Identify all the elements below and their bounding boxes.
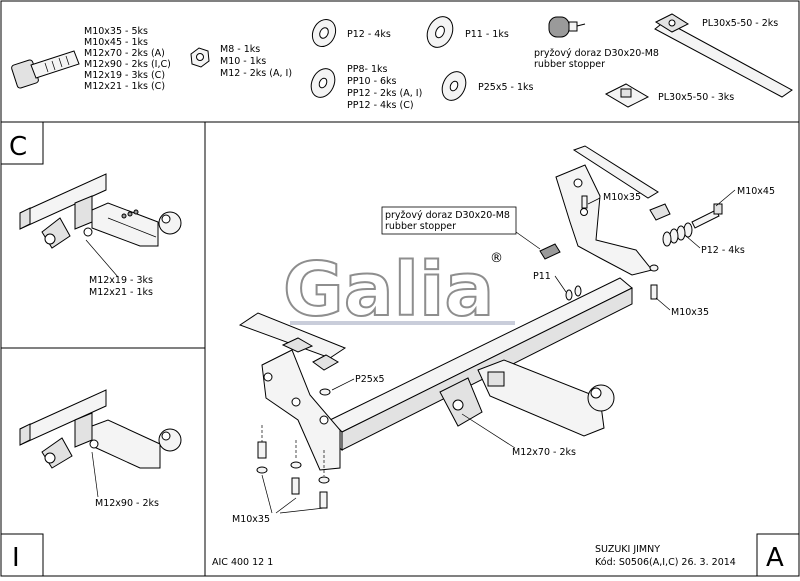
panel-c-label-1: M12x19 - 3ks xyxy=(89,275,153,286)
bolt-m10x45: M10x45 - 1ks xyxy=(84,37,148,48)
nut-m12: M12 - 2ks (A, I) xyxy=(220,68,292,79)
washer-p11-label: P11 - 1ks xyxy=(465,29,509,40)
nut-icon xyxy=(190,47,210,68)
plate-pl30-bottom-label: PL30x5-50 - 3ks xyxy=(658,92,734,103)
bolts-bottom-left xyxy=(256,425,330,509)
plate-pl30-top-label: PL30x5-50 - 2ks xyxy=(702,18,778,29)
stopper-callout-line2: rubber stopper xyxy=(385,221,456,232)
small-hardware xyxy=(319,195,659,396)
washer-pp12-ai: PP12 - 2ks (A, I) xyxy=(347,88,422,99)
hitch-variant-i xyxy=(19,389,182,498)
svg-text:Galia: Galia xyxy=(283,247,494,333)
vehicle-name: SUZUKI JIMNY xyxy=(595,544,660,555)
washer-p11-icon xyxy=(426,16,454,48)
panel-i-letter: I xyxy=(12,543,20,573)
stopper-callout-box xyxy=(381,206,517,235)
towbar-neck-a xyxy=(439,359,615,437)
washer-p25-label: P25x5 - 1ks xyxy=(478,82,533,93)
washer-pp10: PP10 - 6ks xyxy=(347,76,397,87)
callout-m10x35-top: M10x35 xyxy=(603,192,641,203)
callout-p12: P12 - 4ks xyxy=(701,245,745,256)
panel-c-label-2: M12x21 - 1ks xyxy=(89,287,153,298)
svg-text:®: ® xyxy=(490,251,503,266)
nut-m8: M8 - 1ks xyxy=(220,44,260,55)
plate-strip-icon xyxy=(654,13,793,98)
galia-logo: Galia ® xyxy=(282,246,515,334)
leader-lines xyxy=(261,189,736,514)
washer-pp-icon xyxy=(310,68,336,98)
drawing-code: AIC 400 12 1 xyxy=(212,557,273,568)
callout-m10x35-bottom: M10x35 xyxy=(232,514,270,525)
panel-c-letter: C xyxy=(9,132,27,162)
bolt-m10x35: M10x35 - 5ks xyxy=(84,26,148,37)
panel-i-label: M12x90 - 2ks xyxy=(95,498,159,509)
callout-p11: P11 xyxy=(533,271,551,282)
bolt-m12x19: M12x19 - 3ks (C) xyxy=(84,70,165,81)
svg-text:rubber stopper: rubber stopper xyxy=(534,59,605,70)
washer-p12-icon xyxy=(311,18,337,48)
rubber-stopper-label: pryžový doraz D30x20-M8 rubber stopper xyxy=(534,48,659,70)
callout-m12x70: M12x70 - 2ks xyxy=(512,447,576,458)
washer-pp12-c: PP12 - 4ks (C) xyxy=(347,100,414,111)
bolt-m12x90: M12x90 - 2ks (I,C) xyxy=(84,59,171,70)
bolt-list: M10x35 - 5ks M10x45 - 1ks M12x70 - 2ks (… xyxy=(84,26,171,92)
washer-p12-label: P12 - 4ks xyxy=(347,29,391,40)
rubber-stopper-icon xyxy=(548,16,586,38)
callout-m10x35-right: M10x35 xyxy=(671,307,709,318)
plate-icon xyxy=(604,83,650,108)
callout-p25x5: P25x5 xyxy=(355,374,384,385)
stopper-callout-line1: pryžový doraz D30x20-M8 xyxy=(385,210,510,221)
panel-a-letter: A xyxy=(766,543,784,573)
left-bracket xyxy=(238,312,347,471)
bolt-icon xyxy=(11,50,80,89)
bolt-stack-right xyxy=(662,203,723,247)
bolt-m12x21: M12x21 - 1ks (C) xyxy=(84,81,165,92)
right-bracket xyxy=(555,145,671,276)
callout-m10x45: M10x45 xyxy=(737,186,775,197)
washer-pp-list: PP8- 1ks PP10 - 6ks PP12 - 2ks (A, I) PP… xyxy=(347,64,422,111)
washer-p25-icon xyxy=(441,71,467,101)
washer-pp8: PP8- 1ks xyxy=(347,64,387,75)
hitch-variant-c xyxy=(19,173,182,278)
bolt-m12x70: M12x70 - 2ks (A) xyxy=(84,48,165,59)
svg-text:pryžový doraz D30x20-M8: pryžový doraz D30x20-M8 xyxy=(534,48,659,59)
nut-list: M8 - 1ks M10 - 1ks M12 - 2ks (A, I) xyxy=(220,44,292,79)
nut-m10: M10 - 1ks xyxy=(220,56,266,67)
kod-date: Kód: S0506(A,I,C) 26. 3. 2014 xyxy=(595,557,736,568)
